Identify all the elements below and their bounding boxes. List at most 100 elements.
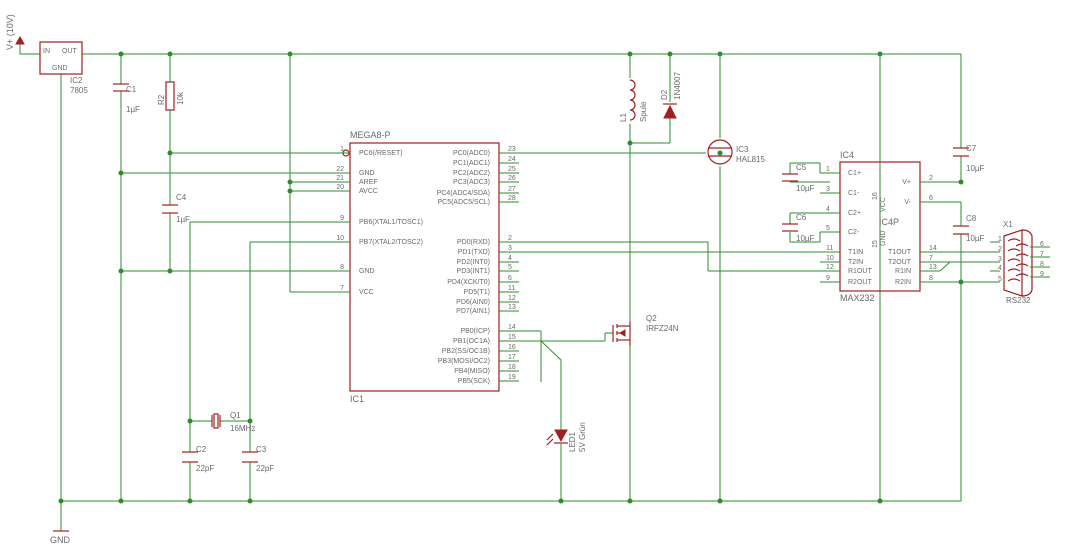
ic4-pin-number: 8	[929, 275, 933, 282]
ic1-pin-label: PC4(ADC4/SDA)	[437, 190, 490, 197]
ic4-pin-label: R2OUT	[848, 279, 872, 286]
ic2-value: 7805	[70, 86, 88, 95]
ic1-pin-number: 10	[336, 235, 344, 242]
l1-value: Spule	[639, 101, 648, 122]
ic2-pin-gnd: GND	[52, 65, 68, 72]
x1-pin-number: 9	[1040, 271, 1044, 278]
capacitor-c4: C4 1µF	[162, 193, 190, 224]
ic4-pin-number: 9	[826, 275, 830, 282]
x1-pin-number: 8	[1040, 261, 1044, 268]
ic1-pin-number: 4	[508, 255, 512, 262]
ic1-left-pins: 1PC6(/RESET)22GND21AREF20AVCC9PB6(XTAL1/…	[330, 146, 423, 296]
c7-name: C7	[966, 144, 977, 153]
capacitor-c7: C7 10µF	[953, 144, 985, 173]
ic1-pin-number: 24	[508, 156, 516, 163]
ic4-power-name: IC4P	[879, 217, 899, 227]
ic1-pin-label: PD3(INT1)	[457, 268, 490, 275]
ic4-pin-number: 13	[929, 264, 937, 271]
ic1-pin-number: 16	[508, 344, 516, 351]
c7-value: 10µF	[966, 164, 985, 173]
ic4-pin-number: 12	[826, 264, 834, 271]
ic4-pin-label: V+	[902, 179, 911, 186]
capacitor-c6: C6 10µF	[782, 213, 815, 243]
ic1-pin-number: 22	[336, 166, 344, 173]
c2-name: C2	[196, 445, 207, 454]
ic4-max232: IC4 MAX232 IC4P VCC GND 16 15 1C1+3C1-4C…	[820, 150, 940, 303]
ic1-pin-label: PD1(TXD)	[458, 249, 490, 256]
x1-pin-number: 5	[998, 276, 1002, 283]
ic4-pin-label: C1+	[848, 170, 861, 177]
ic4-pin-label: C2+	[848, 210, 861, 217]
ic4-left-pins: 1C1+3C1-4C2+5C2-11T1IN10T2IN12R1OUT9R2OU…	[820, 166, 872, 286]
x1-name: X1	[1003, 220, 1013, 229]
led1-value: 5V Grün	[578, 422, 587, 452]
ic4-pin-label: C1-	[848, 190, 860, 197]
ic1-pin-number: 28	[508, 195, 516, 202]
ic1-right-pins: 23PC0(ADC0)24PC1(ADC1)25PC2(ADC2)26PC3(A…	[437, 146, 519, 385]
ic4-pin-label: V-	[904, 199, 911, 206]
c5-name: C5	[796, 163, 807, 172]
ic1-pin-label: PB7(XTAL2/TOSC2)	[359, 239, 423, 246]
ic4-pin-number: 6	[929, 195, 933, 202]
ic1-pin-label: PC3(ADC3)	[453, 179, 490, 186]
ic1-pin-number: 12	[508, 295, 516, 302]
ic1-pin-label: PC5(ADC5/SCL)	[437, 199, 490, 206]
ic1-pin-label: PD7(AIN1)	[456, 308, 490, 315]
ground-symbol: GND	[50, 530, 71, 545]
c1-name: C1	[126, 85, 137, 94]
ic1-pin-number: 21	[336, 175, 344, 182]
ic1-pin-label: PB4(MISO)	[454, 368, 490, 375]
c1-value: 1µF	[126, 105, 140, 114]
ic2-pin-in: IN	[43, 48, 50, 55]
ic4-pin-number: 11	[826, 245, 833, 252]
ic1-pin-label: PC0(ADC0)	[453, 150, 490, 157]
ic4-pin-number: 3	[826, 186, 830, 193]
ic1-pin-label: PB3(MOSI/OC2)	[438, 358, 490, 365]
capacitor-c5: C5 10µF	[782, 163, 815, 193]
ic4-part: MAX232	[840, 293, 875, 303]
ic4-gnd: GND	[880, 230, 887, 246]
x1-pin-number: 7	[1040, 251, 1044, 258]
diode-d2: D2 1N4007	[660, 71, 682, 119]
coil-l1: L1 Spule	[619, 79, 648, 122]
ic4-pin-label: T1OUT	[888, 249, 912, 256]
ic1-pin-number: 2	[508, 235, 512, 242]
ic1-pin-label: PD5(T1)	[464, 289, 490, 296]
led-led1: LED1 5V Grün	[546, 422, 587, 452]
wires	[19, 40, 1000, 531]
capacitor-c3: C3 22pF	[242, 445, 274, 473]
ic1-pin-number: 7	[340, 285, 344, 292]
ic4-pin-number: 10	[826, 255, 834, 262]
ic3-value: HAL815	[736, 155, 765, 164]
ic4-pin-number: 14	[929, 245, 937, 252]
q1-value: 16MHz	[230, 424, 255, 433]
resistor-r2: R2 10k	[157, 81, 185, 111]
ic1-pin-label: PB2(SS/OC1B)	[442, 348, 490, 355]
ic1-pin-number: 13	[508, 304, 516, 311]
c8-name: C8	[966, 214, 977, 223]
ic4-pin-number: 4	[826, 206, 830, 213]
ic1-name: IC1	[350, 394, 364, 404]
ic3-name: IC3	[736, 145, 749, 154]
ic1-pin-number: 1	[340, 146, 344, 153]
c2-value: 22pF	[196, 464, 214, 473]
ic1-pin-number: 9	[340, 215, 344, 222]
ic1-pin-number: 20	[336, 184, 344, 191]
ic4-vcc: VCC	[880, 197, 887, 212]
ic1-pin-label: GND	[359, 170, 375, 177]
ic1-pin-number: 18	[508, 364, 516, 371]
ic1-pin-label: PD4(XCK/T0)	[447, 279, 490, 286]
ic4-pin-label: T2IN	[848, 259, 863, 266]
ic1-pin-label: PD2(INT0)	[457, 259, 490, 266]
c4-name: C4	[176, 193, 187, 202]
c3-name: C3	[256, 445, 267, 454]
ic1-pin-number: 6	[508, 275, 512, 282]
ic4-vcc-num: 16	[872, 192, 879, 200]
ic4-pin-label: R1IN	[895, 268, 911, 275]
ic1-pin-label: VCC	[359, 289, 374, 296]
ic1-pin-label: GND	[359, 268, 375, 275]
x1-pin-number: 4	[998, 265, 1002, 272]
